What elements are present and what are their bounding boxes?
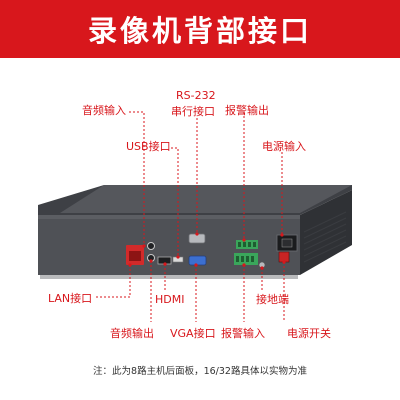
alarm-terminal-icon (234, 240, 258, 265)
label-ground: 接地端 (256, 293, 289, 306)
label-rs232-line1: RS-232 (176, 89, 216, 102)
page-title: 录像机背部接口 (87, 14, 312, 48)
label-rs232-line2: 串行接口 (171, 105, 215, 118)
label-hdmi: HDMI (155, 293, 185, 306)
label-audio-in: 音频输入 (82, 104, 126, 117)
label-power-switch: 电源开关 (287, 327, 331, 340)
callout-dots (128, 232, 286, 270)
label-usb: USB接口 (126, 140, 171, 153)
label-alarm-out: 报警输出 (225, 104, 269, 117)
footnote: 注：此为8路主机后面板，16/32路具体以实物为准 (93, 366, 307, 377)
label-vga: VGA接口 (170, 327, 216, 340)
label-audio-out: 音频输出 (110, 327, 154, 340)
vent-grille (303, 211, 347, 263)
audio-in-jack-icon (147, 242, 155, 250)
label-alarm-in: 报警输入 (221, 327, 265, 340)
label-power-in: 电源输入 (262, 140, 306, 153)
device-side (300, 190, 352, 275)
vga-port-icon (188, 255, 207, 266)
callout-lines (95, 111, 285, 322)
title-banner: 录像机背部接口 (0, 0, 400, 58)
device-top-highlight (60, 185, 352, 213)
lan-port-icon (126, 245, 144, 265)
label-lan: LAN接口 (48, 292, 93, 305)
